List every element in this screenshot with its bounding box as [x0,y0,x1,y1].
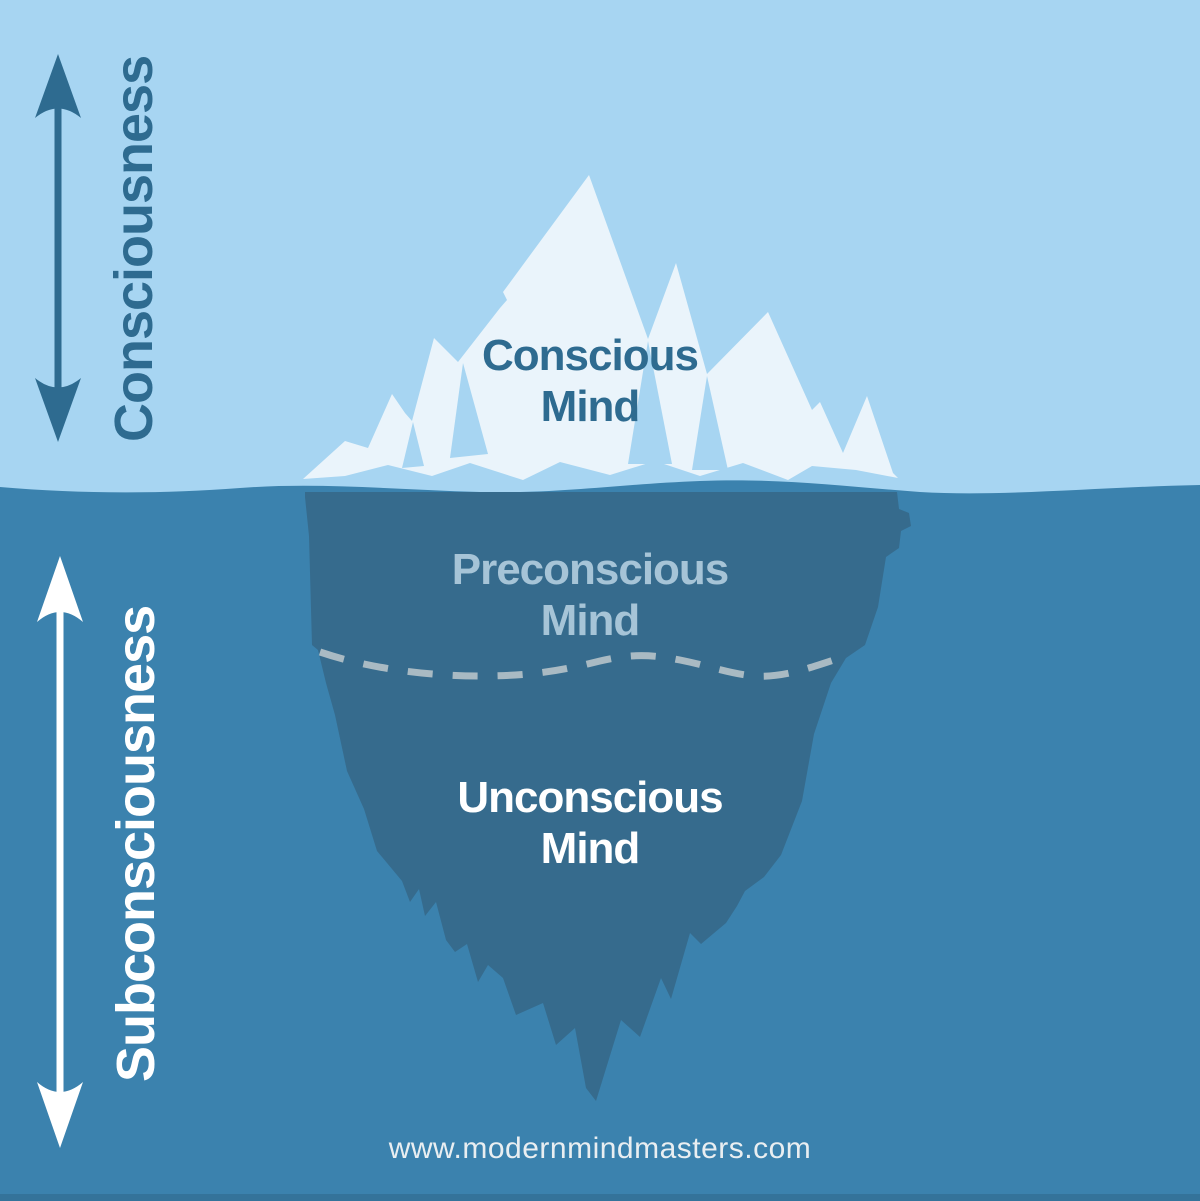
subconsciousness-range-arrow-icon [37,556,83,1148]
zone-label-preconscious-mind: Preconscious Mind [451,545,730,646]
consciousness-range-arrow-icon [35,54,81,442]
sky-wedge-icon [450,363,488,458]
zone-label-conscious-mind: Conscious Mind [482,331,699,432]
sky-wedge-icon [692,376,728,470]
subconsciousness-axis-label: Subconsciousness [106,605,166,1083]
sky-wedge-icon [402,422,424,468]
website-footer: www.modernmindmasters.com [388,1132,812,1165]
zone-label-unconscious-mind: Unconscious Mind [457,773,723,874]
consciousness-axis-label: Consciousness [104,55,164,443]
iceberg-above-water [303,175,898,480]
sky-wedge-icon [628,341,672,464]
iceberg-below-water [305,492,911,1101]
bottom-edge-strip [0,1194,1200,1201]
